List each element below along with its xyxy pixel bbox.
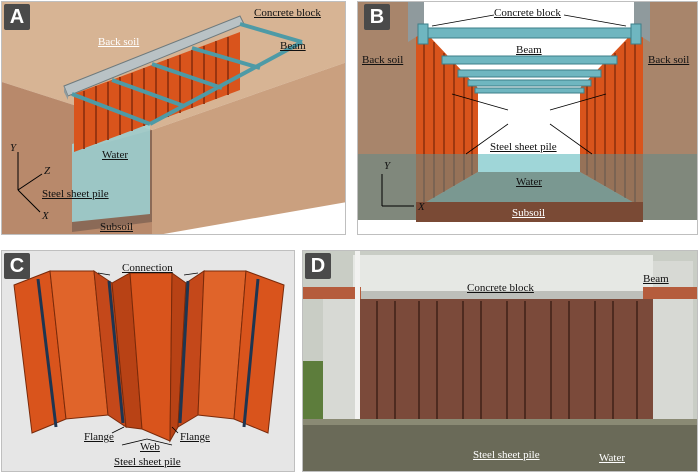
panel-b-subsoil-label: Subsoil: [512, 207, 546, 219]
panel-a-axis-x-label: X: [42, 210, 49, 222]
panel-b-back-soil-right-label: Back soil: [648, 54, 690, 66]
panel-b-beams: [417, 23, 642, 94]
panel-d-drawing: [303, 251, 697, 471]
panel-a-water-label: Water: [102, 149, 128, 161]
panel-d-water-label: Water: [599, 452, 625, 464]
panel-c-badge: C: [4, 253, 30, 279]
panel-b: B Concrete block Beam Back soil Back soi…: [357, 1, 698, 235]
panel-a-axis-z-label: Z: [44, 165, 51, 177]
panel-b-concrete-block-label: Concrete block: [494, 7, 561, 19]
panel-b-axis-y-label: Y: [384, 160, 391, 172]
panel-a-drawing: [2, 2, 345, 234]
panel-c: C Connection Flange Flange Web Steel she…: [1, 250, 295, 472]
panel-b-steel-sheet-pile-label: Steel sheet pile: [490, 141, 557, 153]
panel-c-drawing: [13, 269, 285, 446]
panel-d-beam-label: Beam: [643, 273, 669, 285]
panel-a-subsoil-label: Subsoil: [100, 221, 134, 233]
panel-a-beams: [71, 22, 303, 126]
panel-b-water-label: Water: [516, 176, 542, 188]
panel-b-axis-x-label: X: [418, 201, 425, 213]
panel-c-flange-left-label: Flange: [84, 431, 114, 443]
panel-d-steel-sheet-pile-label: Steel sheet pile: [473, 449, 540, 461]
panel-b-badge: B: [364, 4, 390, 30]
panel-a-axes: [17, 152, 43, 213]
panel-c-connection-label: Connection: [122, 262, 173, 274]
panel-a-concrete-block-label: Concrete block: [254, 7, 321, 19]
panel-b-axes: [381, 174, 414, 207]
panel-b-back-soil-left-label: Back soil: [362, 54, 404, 66]
panel-c-sheet-pile: [13, 269, 285, 443]
panel-c-web-label: Web: [140, 441, 160, 453]
panel-a-steel-sheet-pile-label: Steel sheet pile: [42, 188, 109, 200]
panel-a-beam-label: Beam: [280, 40, 306, 52]
panel-a-axis-y-label: Y: [10, 142, 17, 154]
panel-c-flange-right-label: Flange: [180, 431, 210, 443]
panel-c-steel-sheet-pile-label: Steel sheet pile: [114, 456, 181, 468]
panel-d: D Concrete block Beam Steel sheet pile W…: [302, 250, 698, 472]
panel-d-badge: D: [305, 253, 331, 279]
panel-b-drawing: [358, 2, 697, 222]
panel-a-badge: A: [4, 4, 30, 30]
panel-b-beam-label: Beam: [516, 44, 542, 56]
panel-d-concrete-block-label: Concrete block: [467, 282, 534, 294]
panel-a: A Back soil Concrete block Beam Water St…: [1, 1, 346, 235]
panel-a-back-soil-label: Back soil: [98, 36, 140, 48]
